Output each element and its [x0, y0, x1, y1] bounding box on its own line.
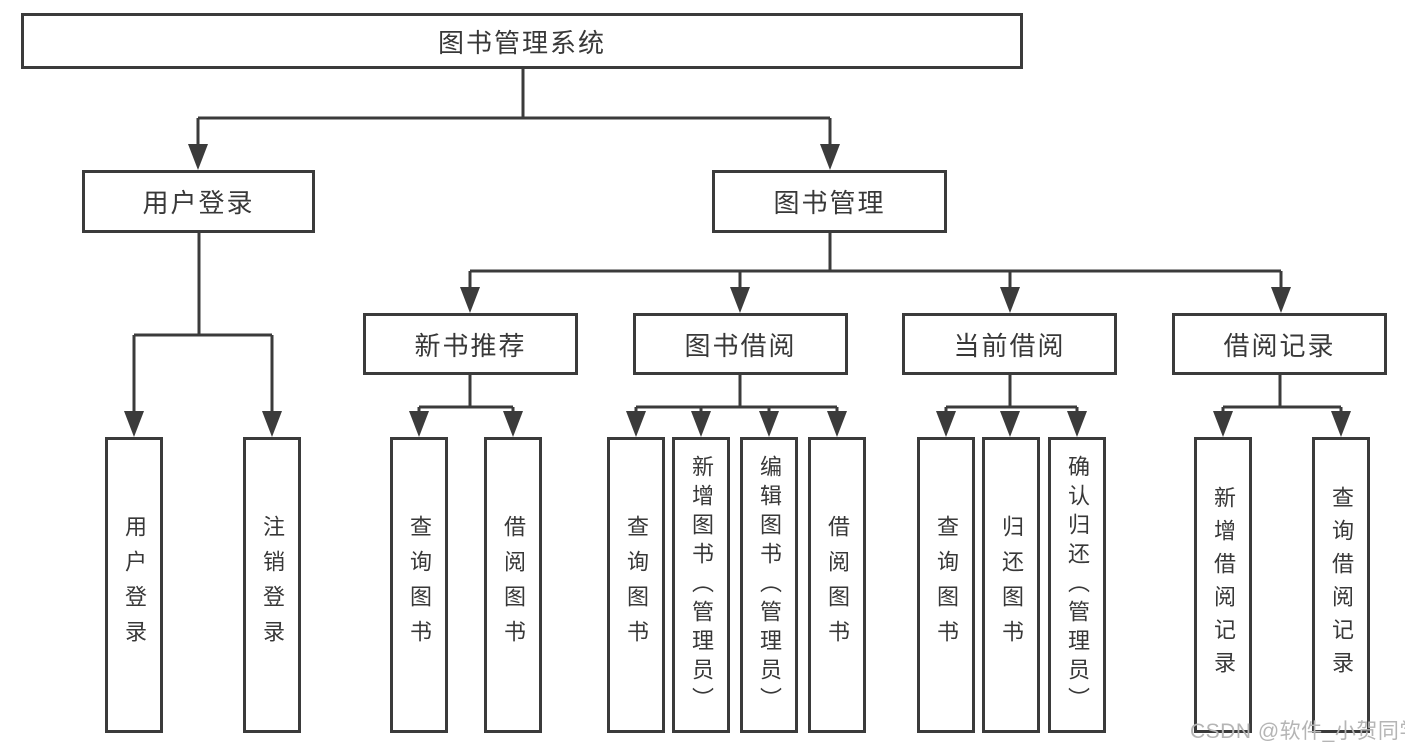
node-leaf-borrow-books-1: 借阅图书	[484, 437, 542, 733]
node-leaf-query-books-3: 查询图书	[917, 437, 975, 733]
node-leaf-query-books-2-label: 查询图书	[624, 515, 649, 655]
node-book-management-label: 图书管理	[773, 188, 886, 218]
node-leaf-query-books-1: 查询图书	[390, 437, 448, 733]
node-book-borrowing-label: 图书借阅	[684, 330, 797, 361]
node-leaf-query-books-1-label: 查询图书	[407, 515, 432, 655]
node-leaf-return-book: 归还图书	[982, 437, 1040, 733]
arrow-down-icon	[730, 287, 750, 313]
arrow-down-icon	[1271, 287, 1291, 313]
node-leaf-add-book-admin: 新增图书（管理员）	[672, 437, 730, 733]
node-system-root-label: 图书管理系统	[437, 27, 606, 58]
node-leaf-borrow-books-2: 借阅图书	[808, 437, 866, 733]
arrow-down-icon	[691, 411, 711, 437]
node-current-borrowing-label: 当前借阅	[953, 330, 1066, 361]
node-user-login: 用户登录	[82, 170, 315, 233]
node-leaf-borrow-books-2-label: 借阅图书	[825, 515, 850, 655]
node-leaf-query-borrow-record: 查询借阅记录	[1312, 437, 1370, 733]
node-user-login-label: 用户登录	[142, 188, 255, 218]
node-new-book-recommend-label: 新书推荐	[414, 330, 527, 361]
node-new-book-recommend: 新书推荐	[363, 313, 578, 375]
arrow-down-icon	[1000, 287, 1020, 313]
node-leaf-logout: 注销登录	[243, 437, 301, 733]
arrow-down-icon	[460, 287, 480, 313]
node-leaf-query-books-2: 查询图书	[607, 437, 665, 733]
node-leaf-confirm-return-admin-label: 确认归还（管理员）	[1065, 454, 1090, 716]
node-leaf-edit-book-admin: 编辑图书（管理员）	[740, 437, 798, 733]
arrow-down-icon	[820, 144, 840, 170]
arrowheads	[124, 144, 1351, 437]
node-leaf-edit-book-admin-label: 编辑图书（管理员）	[757, 454, 782, 716]
arrow-down-icon	[262, 411, 282, 437]
csdn-watermark: CSDN @软件_小贺同学	[1190, 720, 1405, 743]
node-leaf-return-book-label: 归还图书	[999, 515, 1024, 655]
arrow-down-icon	[503, 411, 523, 437]
node-leaf-query-borrow-record-label: 查询借阅记录	[1329, 486, 1354, 684]
arrow-down-icon	[1000, 411, 1020, 437]
node-borrowing-records: 借阅记录	[1172, 313, 1387, 375]
node-system-root: 图书管理系统	[21, 13, 1023, 69]
node-leaf-borrow-books-1-label: 借阅图书	[501, 515, 526, 655]
node-borrowing-records-label: 借阅记录	[1223, 330, 1336, 361]
node-leaf-add-borrow-record-label: 新增借阅记录	[1211, 486, 1236, 684]
arrow-down-icon	[1331, 411, 1351, 437]
node-leaf-logout-label: 注销登录	[260, 515, 285, 655]
arrow-down-icon	[827, 411, 847, 437]
node-leaf-query-books-3-label: 查询图书	[934, 515, 959, 655]
node-leaf-confirm-return-admin: 确认归还（管理员）	[1048, 437, 1106, 733]
arrow-down-icon	[409, 411, 429, 437]
node-leaf-add-borrow-record: 新增借阅记录	[1194, 437, 1252, 733]
node-book-borrowing: 图书借阅	[633, 313, 848, 375]
node-leaf-add-book-admin-label: 新增图书（管理员）	[689, 454, 714, 716]
node-leaf-user-login-label: 用户登录	[122, 515, 147, 655]
arrow-down-icon	[124, 411, 144, 437]
arrow-down-icon	[759, 411, 779, 437]
arrow-down-icon	[936, 411, 956, 437]
node-leaf-user-login: 用户登录	[105, 437, 163, 733]
node-current-borrowing: 当前借阅	[902, 313, 1117, 375]
arrow-down-icon	[188, 144, 208, 170]
arrow-down-icon	[626, 411, 646, 437]
node-book-management: 图书管理	[712, 170, 947, 233]
arrow-down-icon	[1213, 411, 1233, 437]
arrow-down-icon	[1067, 411, 1087, 437]
